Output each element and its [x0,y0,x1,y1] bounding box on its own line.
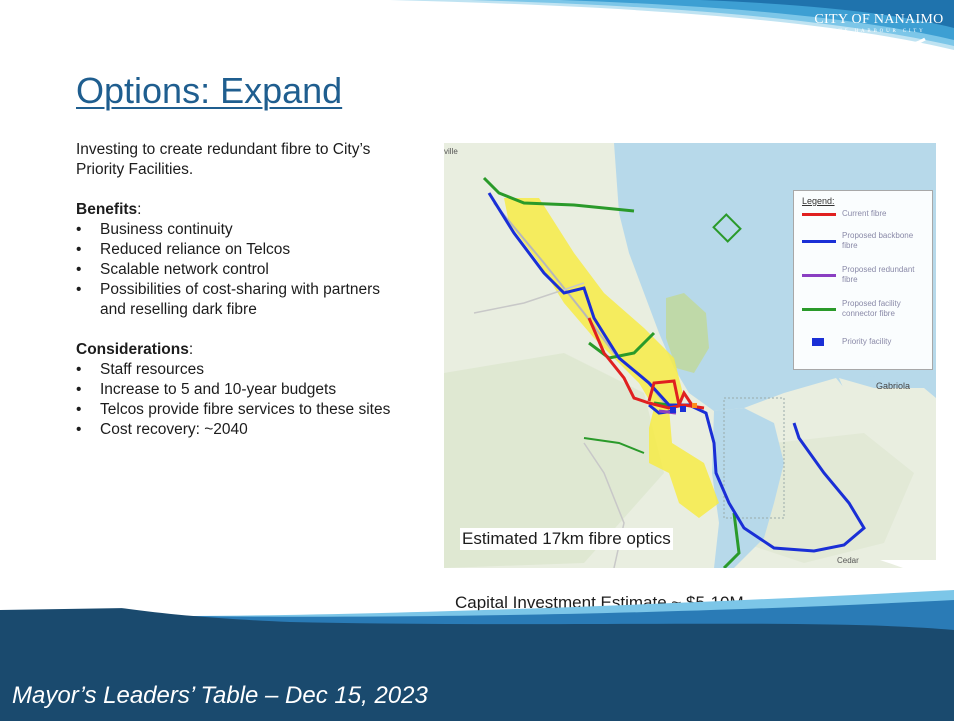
logo-subtext: THE HARBOUR CITY [832,29,926,34]
map-place-label-ville: ville [444,147,458,156]
map-legend: Legend: Current fibre Proposed backbone … [793,190,933,370]
bullet: • [76,261,82,278]
body-text: Investing to create redundant fibre to C… [76,140,406,460]
list-item: •Cost recovery: ~2040 [76,421,248,438]
legend-label: Current fibre [842,209,887,218]
bullet: • [76,281,82,298]
legend-swatch-current [802,213,836,216]
considerations-list: •Staff resources •Increase to 5 and 10-y… [76,360,406,440]
bullet: • [76,241,82,258]
bullet: • [76,421,82,438]
map-caption: Estimated 17km fibre optics [460,528,673,550]
legend-title: Legend: [802,196,835,206]
fibre-network-map: ville Gabriola Cedar Legend: Current fib… [444,143,936,568]
list-item: •Scalable network control [76,261,269,278]
list-item: •Increase to 5 and 10-year budgets [76,381,337,398]
city-logo: CITY OF NANAIMO THE HARBOUR CITY [814,12,944,58]
map-place-label-gabriola: Gabriola [876,381,911,391]
bullet: • [76,401,82,418]
bullet: • [76,361,82,378]
header-swoosh [390,0,954,50]
benefits-heading: Benefits: [76,201,142,218]
list-item: •Business continuity [76,221,233,238]
legend-label: Proposed facility connector fibre [842,299,901,318]
intro-text: Investing to create redundant fibre to C… [76,141,371,178]
bullet: • [76,381,82,398]
list-item: •Reduced reliance on Telcos [76,241,291,258]
logo-text: CITY OF NANAIMO [814,12,944,27]
legend-label: Proposed redundant fibre [842,265,915,284]
legend-swatch-backbone [802,240,836,243]
benefits-list: •Business continuity •Reduced reliance o… [76,220,406,320]
page-title: Options: Expand [76,70,343,111]
list-item: •Possibilities of cost-sharing with part… [76,281,380,318]
considerations-heading: Considerations: [76,341,194,358]
legend-swatch-facility [812,338,824,346]
legend-label: Priority facility [842,337,892,346]
legend-label: Proposed backbone fibre [842,231,914,250]
list-item: •Telcos provide fibre services to these … [76,401,391,418]
legend-swatch-connector [802,308,836,311]
footer-text: Mayor’s Leaders’ Table – Dec 15, 2023 [12,682,428,709]
bullet: • [76,221,82,238]
footer-band [0,560,954,721]
map-place-label-cedar: Cedar [837,556,859,565]
legend-swatch-redundant [802,274,836,277]
list-item: •Staff resources [76,361,204,378]
wave-logo-icon [832,35,926,51]
